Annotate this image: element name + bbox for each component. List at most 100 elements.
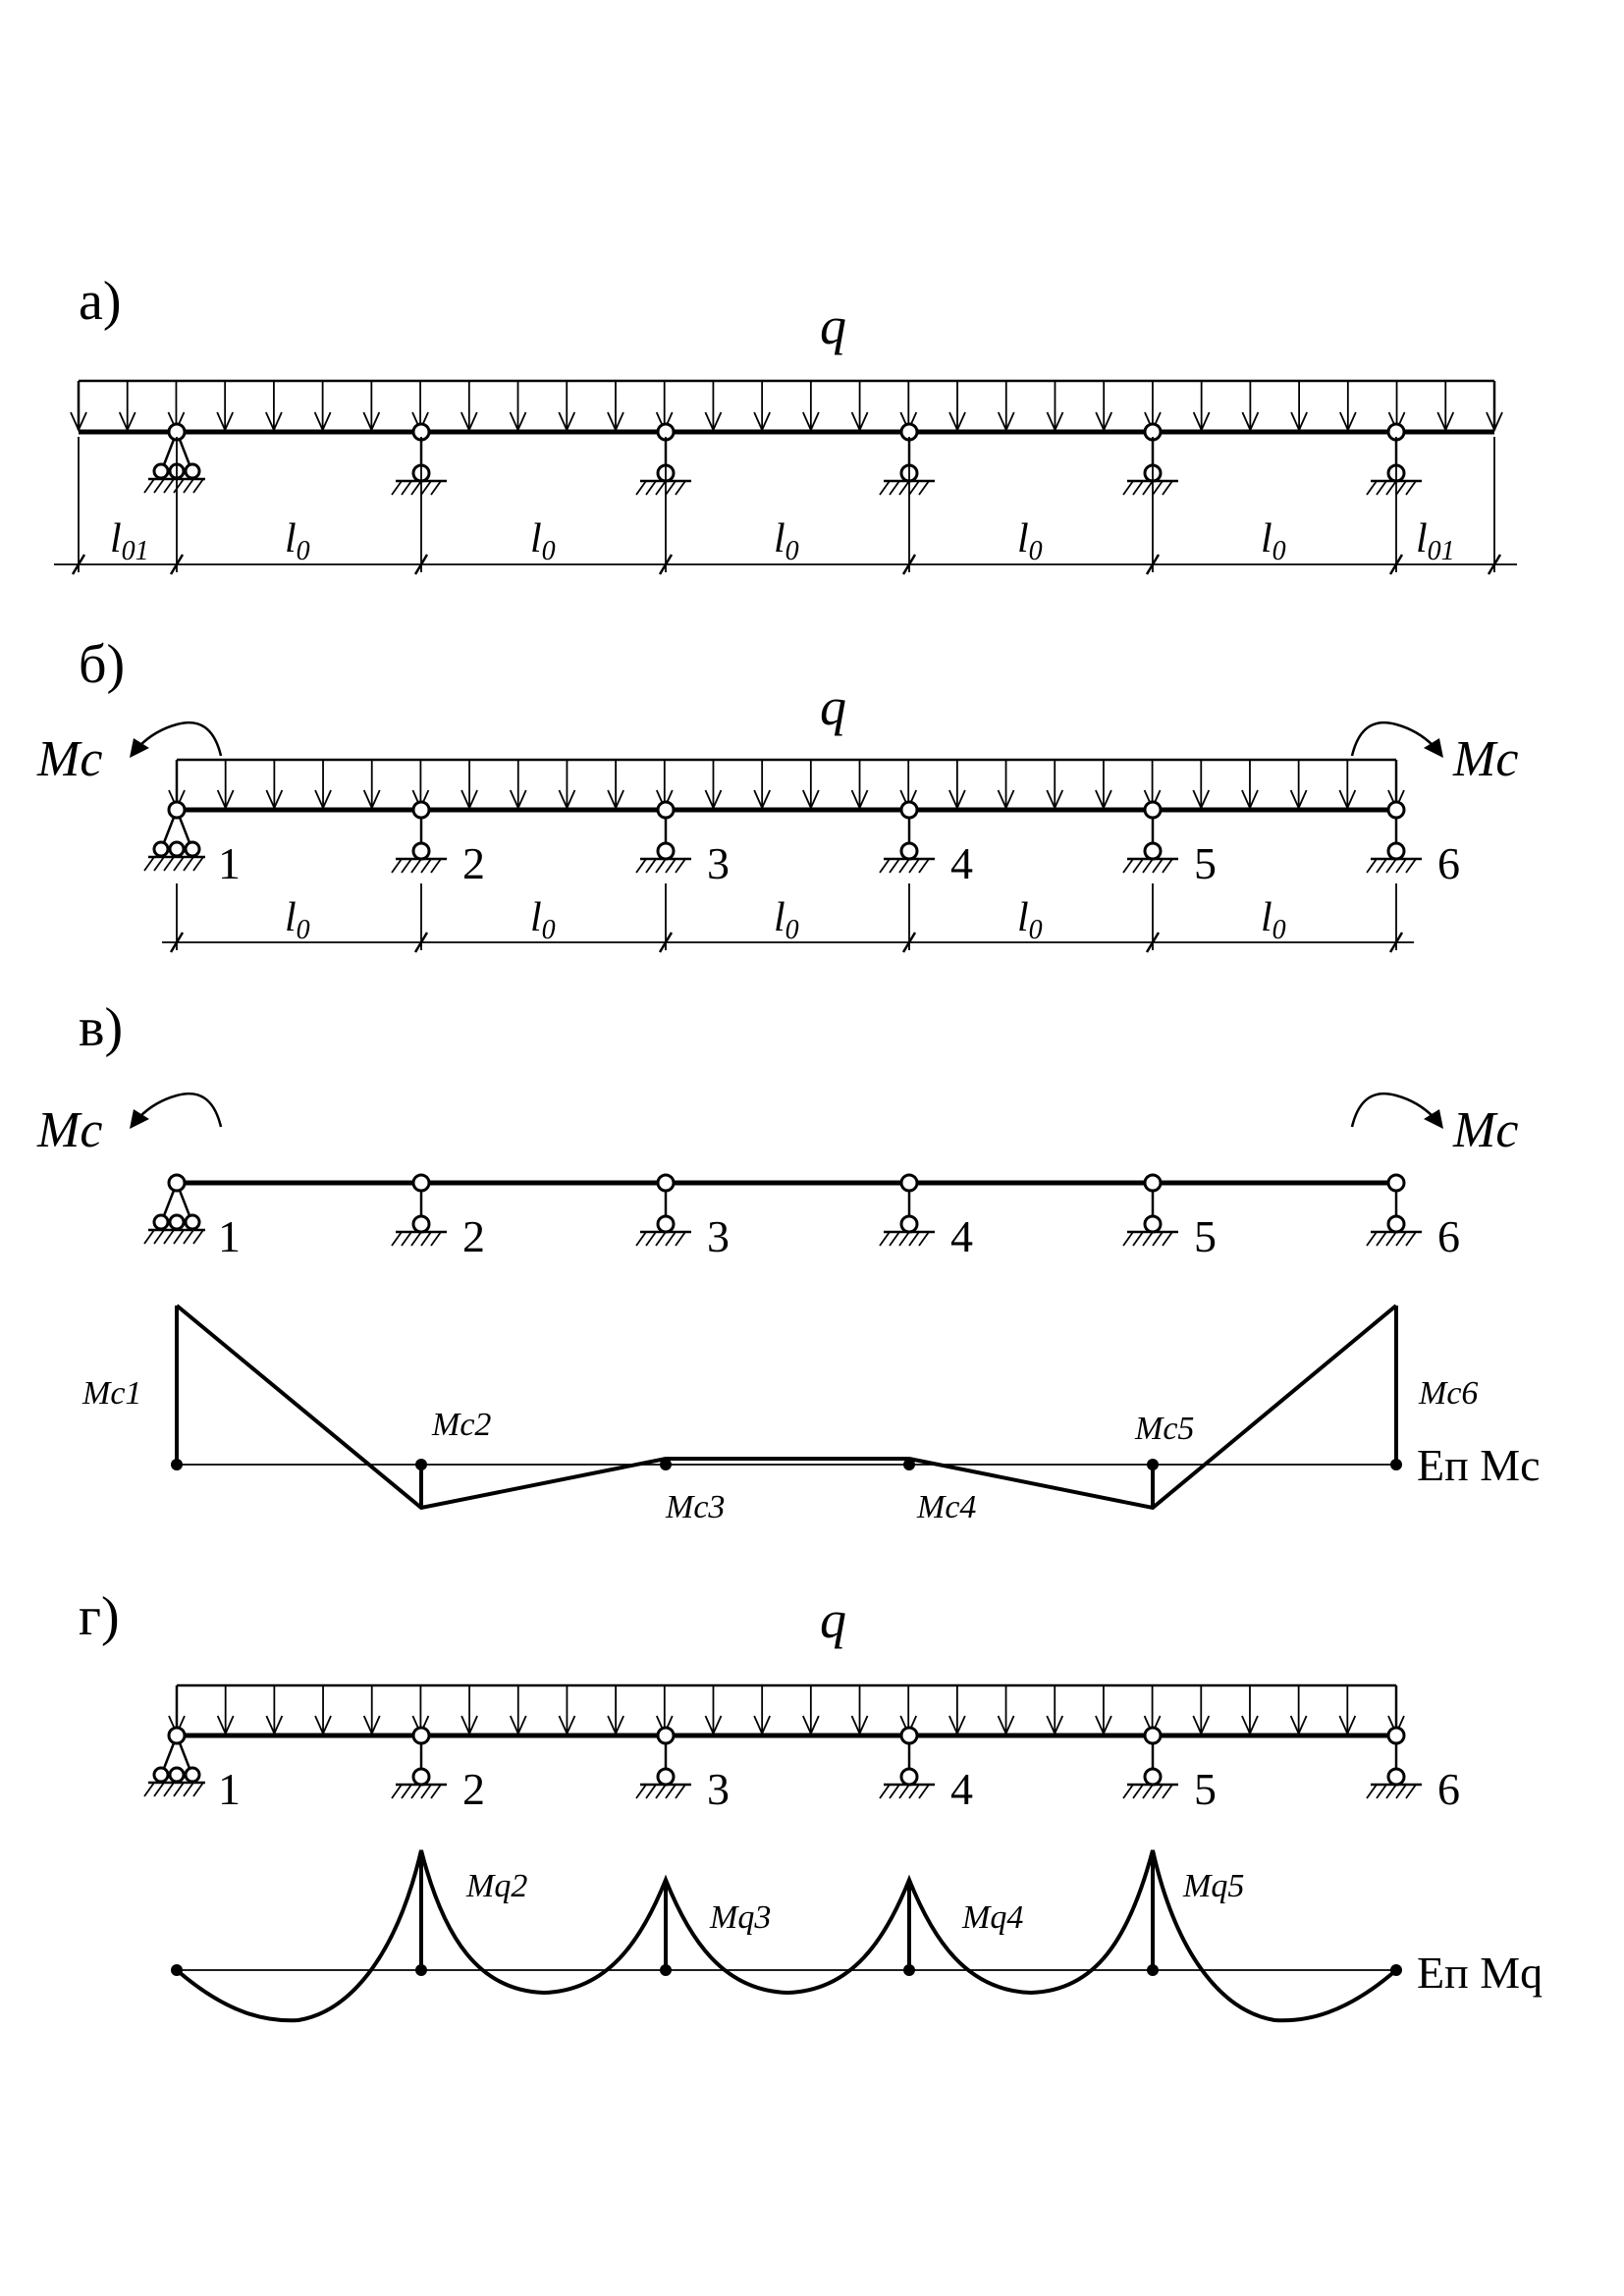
moment-arrowhead-left xyxy=(130,738,149,758)
ground-hatch xyxy=(430,1231,442,1247)
ground-hatch xyxy=(430,480,442,496)
support-hinge xyxy=(1143,1214,1163,1234)
panel-g-label: г) xyxy=(79,1586,120,1647)
ground-hatch xyxy=(645,1784,657,1799)
ground-hatch xyxy=(420,858,432,874)
ground-hatch xyxy=(635,858,647,874)
support-roller xyxy=(184,1766,201,1784)
support-hinge xyxy=(656,1173,676,1193)
support-number: 1 xyxy=(218,838,241,888)
moment-arrowhead-right xyxy=(1424,1109,1443,1129)
support-hinge xyxy=(1386,1767,1406,1787)
support-hinge xyxy=(899,1767,919,1787)
span-label-l0: l0 xyxy=(1017,516,1043,566)
ground-hatch xyxy=(173,1782,185,1797)
ground-hatch xyxy=(173,478,185,494)
diagram-node-dot xyxy=(415,1459,427,1470)
ground-hatch xyxy=(655,1231,667,1247)
support-hinge xyxy=(411,1214,431,1234)
ground-hatch xyxy=(645,858,657,874)
diagram-node-dot xyxy=(1147,1459,1159,1470)
ground-hatch xyxy=(1366,480,1378,496)
ground-hatch xyxy=(1385,858,1397,874)
ground-hatch xyxy=(430,1784,442,1799)
support-hinge xyxy=(1386,1214,1406,1234)
support-hinge xyxy=(167,800,187,820)
diagram-node-dot xyxy=(660,1459,672,1470)
ground-hatch xyxy=(410,480,422,496)
dimension-tick xyxy=(169,554,185,575)
ground-hatch xyxy=(889,858,900,874)
ground-hatch xyxy=(420,1784,432,1799)
ground-hatch xyxy=(1152,1784,1164,1799)
ground-hatch xyxy=(1376,480,1387,496)
dimension-tick xyxy=(901,554,917,575)
ground-hatch xyxy=(1405,1231,1417,1247)
panel-b-end-moments: Mc Mc xyxy=(36,721,1518,787)
panel-g-distributed-load xyxy=(168,1683,1405,1736)
ground-hatch xyxy=(153,478,165,494)
dimension-tick xyxy=(1145,554,1161,575)
support-roller xyxy=(184,462,201,480)
ground-hatch xyxy=(898,1231,910,1247)
diagram-node-dot xyxy=(1390,1459,1402,1470)
panel-b-supports xyxy=(143,800,1422,874)
panel-b-span-labels: l0 l0 l0 l0 l0 xyxy=(285,895,1286,945)
support-hinge xyxy=(167,1173,187,1193)
moment-arrow-right xyxy=(1350,1092,1435,1128)
ground-hatch xyxy=(655,1784,667,1799)
ground-hatch xyxy=(391,480,403,496)
panel-a-span-labels: l01 l0 l0 l0 l0 l0 l01 xyxy=(110,516,1455,566)
ground-hatch xyxy=(918,1231,930,1247)
ground-hatch xyxy=(1385,1231,1397,1247)
support-number: 5 xyxy=(1194,838,1217,888)
support-number: 4 xyxy=(950,1211,973,1261)
span-label-l0: l0 xyxy=(285,516,310,566)
ground-hatch xyxy=(183,856,194,872)
span-label-l0: l0 xyxy=(1017,895,1043,945)
ground-hatch xyxy=(879,858,891,874)
ground-hatch xyxy=(1132,1231,1144,1247)
support-number: 1 xyxy=(218,1764,241,1814)
mc-diagram-curve xyxy=(175,1304,1398,1511)
ground-hatch xyxy=(1122,858,1134,874)
moment-arrowhead-right xyxy=(1424,738,1443,758)
mq-diagram-curve xyxy=(175,1849,1398,2023)
support-hinge xyxy=(1143,1173,1163,1193)
ground-hatch xyxy=(1142,1784,1154,1799)
mq5-label: Mq5 xyxy=(1182,1868,1244,1904)
ground-hatch xyxy=(1132,1784,1144,1799)
ground-hatch xyxy=(420,480,432,496)
dimension-tick xyxy=(1487,554,1502,575)
support-roller xyxy=(152,840,170,858)
support-roller xyxy=(168,840,186,858)
dimension-tick xyxy=(1388,554,1404,575)
panel-v-end-moments: Mc Mc xyxy=(36,1092,1518,1158)
support-hinge xyxy=(1386,1726,1406,1745)
ground-hatch xyxy=(879,480,891,496)
panel-a-distributed-load xyxy=(70,379,1503,433)
ground-hatch xyxy=(918,480,930,496)
mc5-label: Mc5 xyxy=(1134,1411,1194,1447)
ground-hatch xyxy=(665,858,677,874)
ground-hatch xyxy=(889,1784,900,1799)
ground-hatch xyxy=(192,1229,204,1245)
ground-hatch xyxy=(163,478,175,494)
moment-label-right: Mc xyxy=(1452,1102,1518,1158)
ground-hatch xyxy=(645,480,657,496)
mc1-label: Mc1 xyxy=(81,1375,141,1412)
support-roller xyxy=(168,1766,186,1784)
ground-hatch xyxy=(1142,480,1154,496)
support-hinge xyxy=(656,1214,676,1234)
ground-hatch xyxy=(879,1231,891,1247)
ground-hatch xyxy=(1395,858,1407,874)
panel-g-load-label: q xyxy=(820,1590,846,1649)
support-hinge xyxy=(656,800,676,820)
support-hinge xyxy=(411,1726,431,1745)
ground-hatch xyxy=(401,858,412,874)
ground-hatch xyxy=(655,480,667,496)
support-number: 3 xyxy=(707,1764,730,1814)
ground-hatch xyxy=(1152,480,1164,496)
